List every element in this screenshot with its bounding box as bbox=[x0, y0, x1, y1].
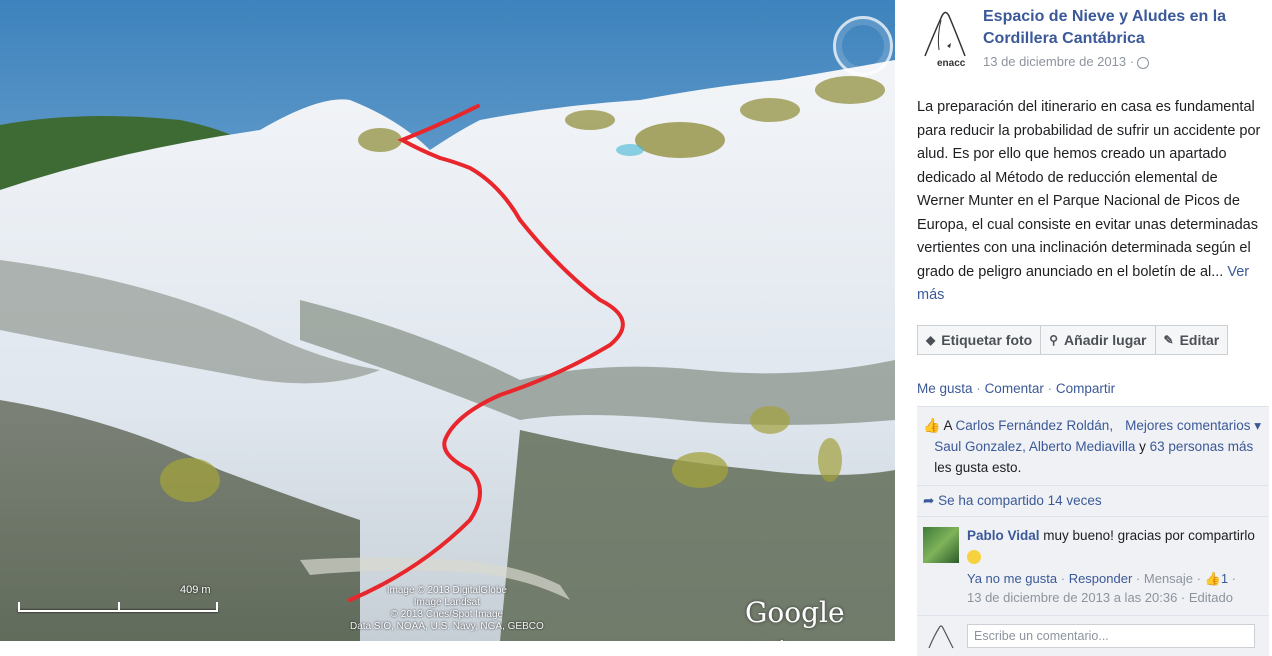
likes-suffix: les gusta esto. bbox=[934, 460, 1022, 475]
share-link[interactable]: Compartir bbox=[1055, 381, 1116, 396]
page-name-link[interactable]: Espacio de Nieve y Aludes en la Cordille… bbox=[983, 8, 1227, 47]
map-pin-icon: ⚲ bbox=[1049, 333, 1059, 347]
pencil-icon: ✎ bbox=[1163, 333, 1174, 347]
post-body-text: La preparación del itinerario en casa es… bbox=[917, 99, 1261, 280]
comment-meta: Ya no me gusta · Responder · Mensaje · 👍… bbox=[967, 571, 1237, 605]
likes-prefix: A bbox=[943, 418, 952, 433]
tag-icon: ◆ bbox=[926, 333, 936, 347]
likes-summary: 👍 A Carlos Fernández Roldán, Saul Gonzal… bbox=[917, 407, 1269, 486]
post-body: La preparación del itinerario en casa es… bbox=[917, 96, 1262, 308]
mountain-landscape-image bbox=[0, 0, 895, 641]
globe-icon bbox=[1137, 56, 1150, 69]
smile-emoji-icon bbox=[967, 550, 981, 565]
feedback-box: 👍 A Carlos Fernández Roldán, Saul Gonzal… bbox=[917, 406, 1269, 656]
add-place-label: Añadir lugar bbox=[1064, 332, 1147, 348]
comment-link[interactable]: Comentar bbox=[984, 381, 1044, 396]
mountain-logo-icon bbox=[928, 625, 954, 649]
tag-photo-label: Etiquetar foto bbox=[941, 332, 1033, 348]
best-comments-dropdown[interactable]: Mejores comentarios ▾ bbox=[1125, 418, 1261, 433]
liker-link[interactable]: Saul Gonzalez, Alberto Mediavilla bbox=[934, 439, 1136, 454]
reply-link[interactable]: Responder bbox=[1068, 571, 1133, 586]
comment-like-count[interactable]: 1 bbox=[1220, 571, 1229, 586]
post-date[interactable]: 13 de diciembre de 2013 · bbox=[983, 54, 1150, 69]
google-earth-logo: Google earth bbox=[745, 596, 895, 641]
comment-input[interactable]: Escribe un comentario... bbox=[967, 624, 1255, 648]
like-link[interactable]: Me gusta bbox=[917, 381, 973, 396]
google-earth-photo[interactable]: 409 m Image © 2013 DigitalGlobe Image La… bbox=[0, 0, 895, 641]
route-line bbox=[348, 104, 625, 602]
comment-item: Pablo Vidal muy bueno! gracias por compa… bbox=[917, 517, 1269, 616]
navigation-ring-icon[interactable] bbox=[833, 16, 893, 76]
shares-row[interactable]: ➦ Se ha compartido 14 veces bbox=[917, 486, 1269, 517]
credit-line: Image © 2013 DigitalGlobe bbox=[386, 585, 507, 596]
credit-line: Image Landsat bbox=[413, 597, 480, 608]
message-link[interactable]: Mensaje bbox=[1143, 571, 1194, 586]
brand-main: Google bbox=[745, 596, 845, 629]
others-liked-link[interactable]: 63 personas más bbox=[1149, 439, 1254, 454]
credit-line: © 2013 Cnes/Spot Image bbox=[390, 609, 504, 620]
share-arrow-icon: ➦ bbox=[923, 493, 935, 508]
scale-label: 409 m bbox=[180, 584, 211, 596]
shares-text: Se ha compartido 14 veces bbox=[938, 493, 1102, 508]
post-actions: Me gusta · Comentar · Compartir bbox=[917, 381, 1116, 396]
logo-text: enacc bbox=[937, 58, 966, 69]
liker-link[interactable]: Carlos Fernández Roldán, bbox=[955, 418, 1114, 433]
post-date-text: 13 de diciembre de 2013 · bbox=[983, 54, 1135, 69]
write-comment-row: Escribe un comentario... bbox=[917, 616, 1269, 656]
photo-actions: ◆ Etiquetar foto ⚲ Añadir lugar ✎ Editar bbox=[917, 325, 1229, 355]
scale-bar: 409 m bbox=[18, 584, 218, 614]
credit-line: Data SIO, NOAA, U.S. Navy, NGA, GEBCO bbox=[350, 621, 544, 632]
imagery-credits: Image © 2013 DigitalGlobe Image Landsat … bbox=[350, 585, 544, 633]
comment-text: muy bueno! gracias por compartirlo bbox=[1043, 528, 1255, 543]
comment-like-icon: 👍 bbox=[1204, 571, 1221, 586]
commenter-avatar[interactable] bbox=[923, 527, 959, 563]
likes-and: y bbox=[1139, 439, 1146, 454]
comment-author-link[interactable]: Pablo Vidal bbox=[967, 528, 1040, 543]
brand-sub: earth bbox=[745, 638, 791, 641]
tag-photo-button[interactable]: ◆ Etiquetar foto bbox=[917, 325, 1042, 355]
post-sidebar: enacc Espacio de Nieve y Aludes en la Co… bbox=[895, 0, 1272, 656]
edit-button[interactable]: ✎ Editar bbox=[1154, 325, 1229, 355]
see-more-link[interactable]: Ver más bbox=[917, 263, 1250, 304]
comment-body: Pablo Vidal muy bueno! gracias por compa… bbox=[967, 525, 1263, 567]
add-place-button[interactable]: ⚲ Añadir lugar bbox=[1040, 325, 1156, 355]
mountain-logo-icon bbox=[924, 11, 966, 57]
comment-timestamp: 13 de diciembre de 2013 a las 20:36 · Ed… bbox=[967, 590, 1233, 605]
unlike-link[interactable]: Ya no me gusta bbox=[967, 571, 1058, 586]
page-avatar[interactable]: enacc bbox=[917, 6, 973, 69]
thumbs-up-icon: 👍 bbox=[923, 417, 941, 433]
edit-label: Editar bbox=[1179, 332, 1220, 348]
